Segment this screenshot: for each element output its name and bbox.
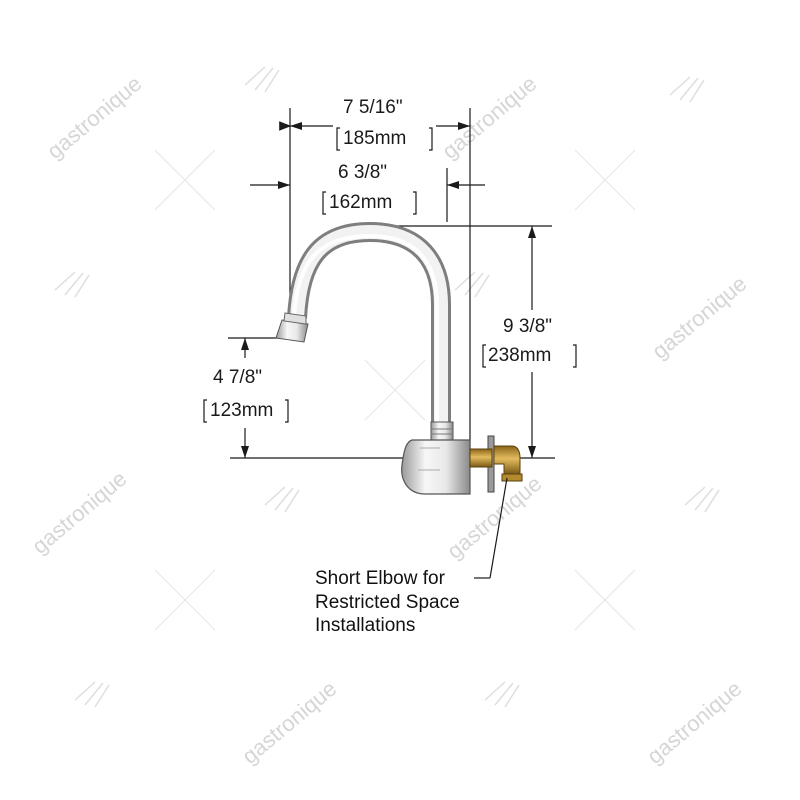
watermark-logo bbox=[54, 66, 720, 708]
dimension-arrowheads bbox=[241, 122, 536, 458]
dimension-overall-reach: 7 5/16" 185mm bbox=[336, 97, 433, 151]
metric-bracket bbox=[336, 127, 433, 151]
watermark-text: gastronique bbox=[647, 271, 751, 364]
watermark-text: gastronique bbox=[237, 676, 341, 769]
callout-line-3: Installations bbox=[315, 615, 415, 636]
watermark-text: gastronique bbox=[642, 676, 746, 769]
dimension-spout-reach: 6 3/8" 162mm bbox=[322, 162, 417, 215]
callout-leader bbox=[474, 477, 508, 579]
dimension-lines bbox=[228, 108, 555, 462]
short-elbow bbox=[493, 445, 521, 475]
outlet-height-imperial: 4 7/8" bbox=[213, 367, 262, 388]
watermark-text: gastronique bbox=[437, 71, 541, 164]
faucet bbox=[275, 221, 523, 495]
callout: Short Elbow for Restricted Space Install… bbox=[315, 568, 460, 636]
swivel-collar bbox=[430, 421, 454, 441]
metric-bracket bbox=[322, 191, 417, 215]
dimension-outlet-height: 4 7/8" 123mm bbox=[203, 367, 289, 423]
height-metric: 238mm bbox=[488, 345, 551, 366]
height-imperial: 9 3/8" bbox=[503, 316, 552, 337]
valve-body bbox=[401, 439, 471, 495]
brass-nipple bbox=[469, 448, 493, 468]
metric-bracket bbox=[203, 399, 289, 423]
callout-line-1: Short Elbow for bbox=[315, 568, 446, 589]
dimension-height: 9 3/8" 238mm bbox=[482, 316, 577, 368]
watermark-layer: gastronique gastronique gastronique gast… bbox=[27, 66, 751, 769]
outlet-height-metric: 123mm bbox=[210, 400, 273, 421]
overall-reach-metric: 185mm bbox=[343, 128, 406, 149]
watermark-crosshairs bbox=[154, 149, 636, 631]
watermark-text: gastronique bbox=[27, 466, 131, 559]
aerator bbox=[275, 312, 309, 343]
overall-reach-imperial: 7 5/16" bbox=[343, 97, 403, 118]
spout-reach-metric: 162mm bbox=[329, 192, 392, 213]
watermark-text: gastronique bbox=[42, 71, 146, 164]
spout-reach-imperial: 6 3/8" bbox=[338, 162, 387, 183]
callout-line-2: Restricted Space bbox=[315, 592, 460, 613]
metric-bracket bbox=[482, 344, 577, 368]
